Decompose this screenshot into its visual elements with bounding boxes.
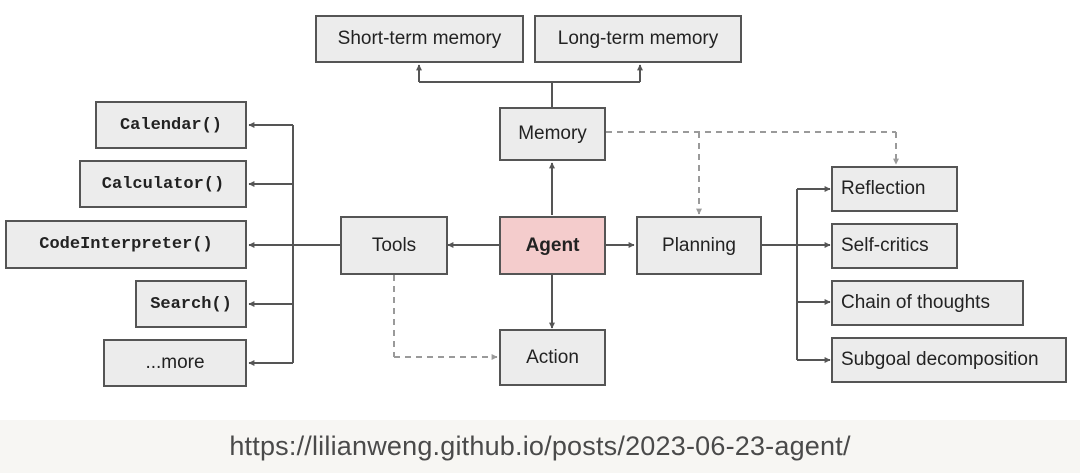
tool-codeinterpreter-node: CodeInterpreter(): [5, 220, 247, 269]
planning-selfcritics-node: Self-critics: [831, 223, 958, 269]
memory-node: Memory: [499, 107, 606, 161]
tool-calculator-node: Calculator(): [79, 160, 247, 208]
planning-node: Planning: [636, 216, 762, 275]
tool-search-node: Search(): [135, 280, 247, 328]
source-url-footer: https://lilianweng.github.io/posts/2023-…: [0, 420, 1080, 473]
planning-reflection-node: Reflection: [831, 166, 958, 212]
edge-planning-bus: [762, 189, 798, 360]
tool-more-node: ...more: [103, 339, 247, 387]
connector-layer: [248, 64, 899, 366]
agent-node: Agent: [499, 216, 606, 275]
tool-calendar-node: Calendar(): [95, 101, 247, 149]
edge-memory-split: [419, 81, 640, 107]
agent-architecture-diagram: Short-term memory Long-term memory Memor…: [5, 15, 1067, 387]
planning-subgoal-decomposition-node: Subgoal decomposition: [831, 337, 1067, 383]
long-term-memory-node: Long-term memory: [534, 15, 742, 63]
planning-chain-of-thoughts-node: Chain of thoughts: [831, 280, 1024, 326]
source-url-text: https://lilianweng.github.io/posts/2023-…: [229, 431, 851, 461]
action-node: Action: [499, 329, 606, 386]
short-term-memory-node: Short-term memory: [315, 15, 524, 63]
edge-tools-bus: [292, 125, 340, 363]
tools-node: Tools: [340, 216, 448, 275]
